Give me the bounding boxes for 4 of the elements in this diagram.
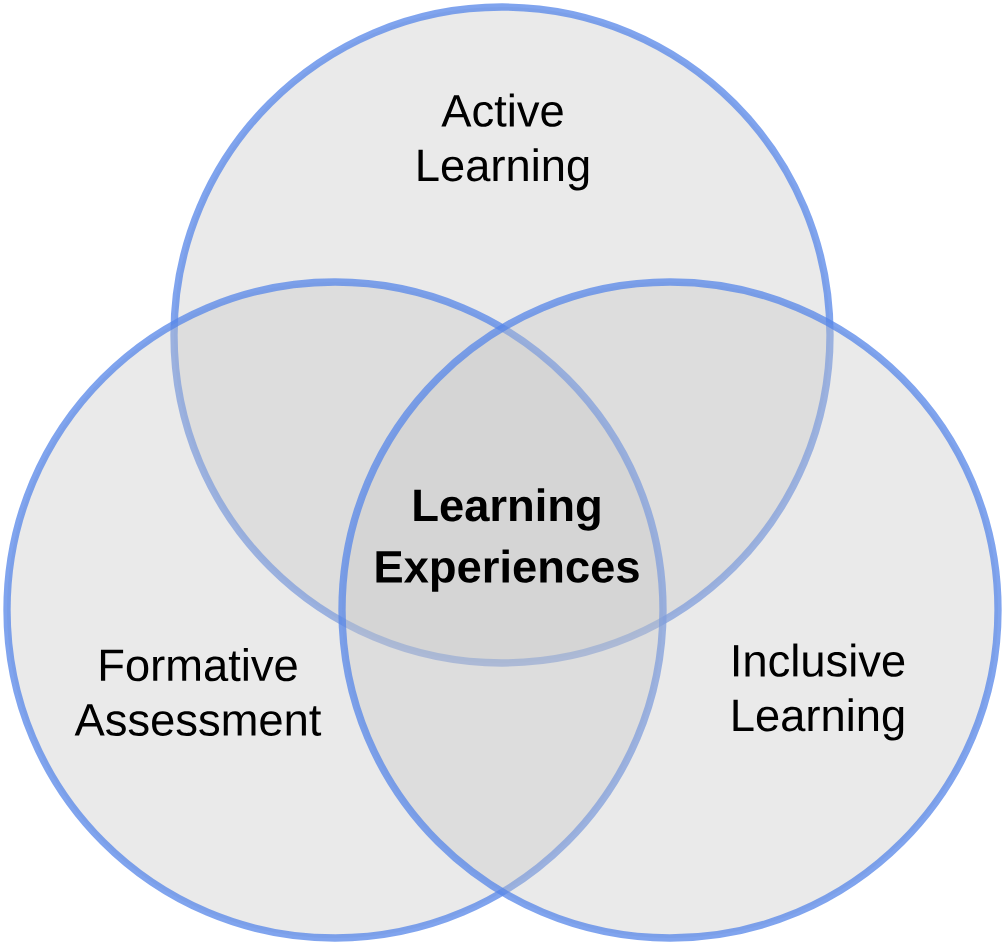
circle-label: Formative Assessment [74, 648, 322, 736]
circle-label: Inclusive Learning [733, 643, 905, 741]
circle-label: Active Learning [418, 93, 589, 191]
center-label: Learning Experiences [376, 488, 639, 592]
